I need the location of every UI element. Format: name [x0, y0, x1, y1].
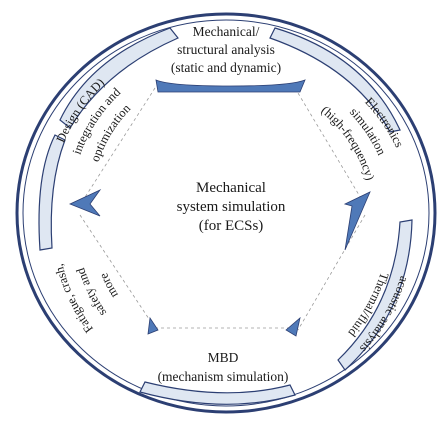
segment-mechanical-line1: Mechanical/	[193, 24, 260, 39]
ring-segment-bottom	[139, 381, 296, 405]
segment-mechanical-line2: structural analysis	[177, 42, 275, 57]
segment-mechanical-line3: (static and dynamic)	[171, 60, 281, 75]
arc-fatigue-3: more	[96, 270, 121, 300]
center-line1: Mechanical	[196, 180, 266, 196]
outer-ring	[15, 12, 437, 414]
center-block: Mechanical system simulation (for ECSs)	[177, 180, 286, 234]
wedge-left	[68, 188, 102, 217]
pointer-wedges	[68, 79, 371, 337]
segment-mbd: MBD (mechanism simulation)	[158, 350, 289, 384]
ring-segment-left	[38, 134, 66, 251]
wedge-bottom-left	[147, 316, 159, 335]
segment-mbd-line2: (mechanism simulation)	[158, 369, 289, 384]
center-line2: system simulation	[177, 199, 286, 215]
wedge-top	[155, 79, 306, 93]
wedge-bottom-right	[285, 316, 301, 337]
ring-segment-top-left	[59, 27, 179, 129]
wedge-right	[343, 191, 371, 251]
hex-dividers	[79, 87, 366, 331]
segment-mechanical: Mechanical/ structural analysis (static …	[171, 24, 281, 75]
center-line3: (for ECSs)	[199, 218, 264, 234]
segment-mbd-line1: MBD	[208, 350, 239, 365]
ring-segments	[38, 27, 413, 405]
ring-segment-top-right	[269, 27, 401, 133]
ring-segment-right	[337, 219, 413, 371]
